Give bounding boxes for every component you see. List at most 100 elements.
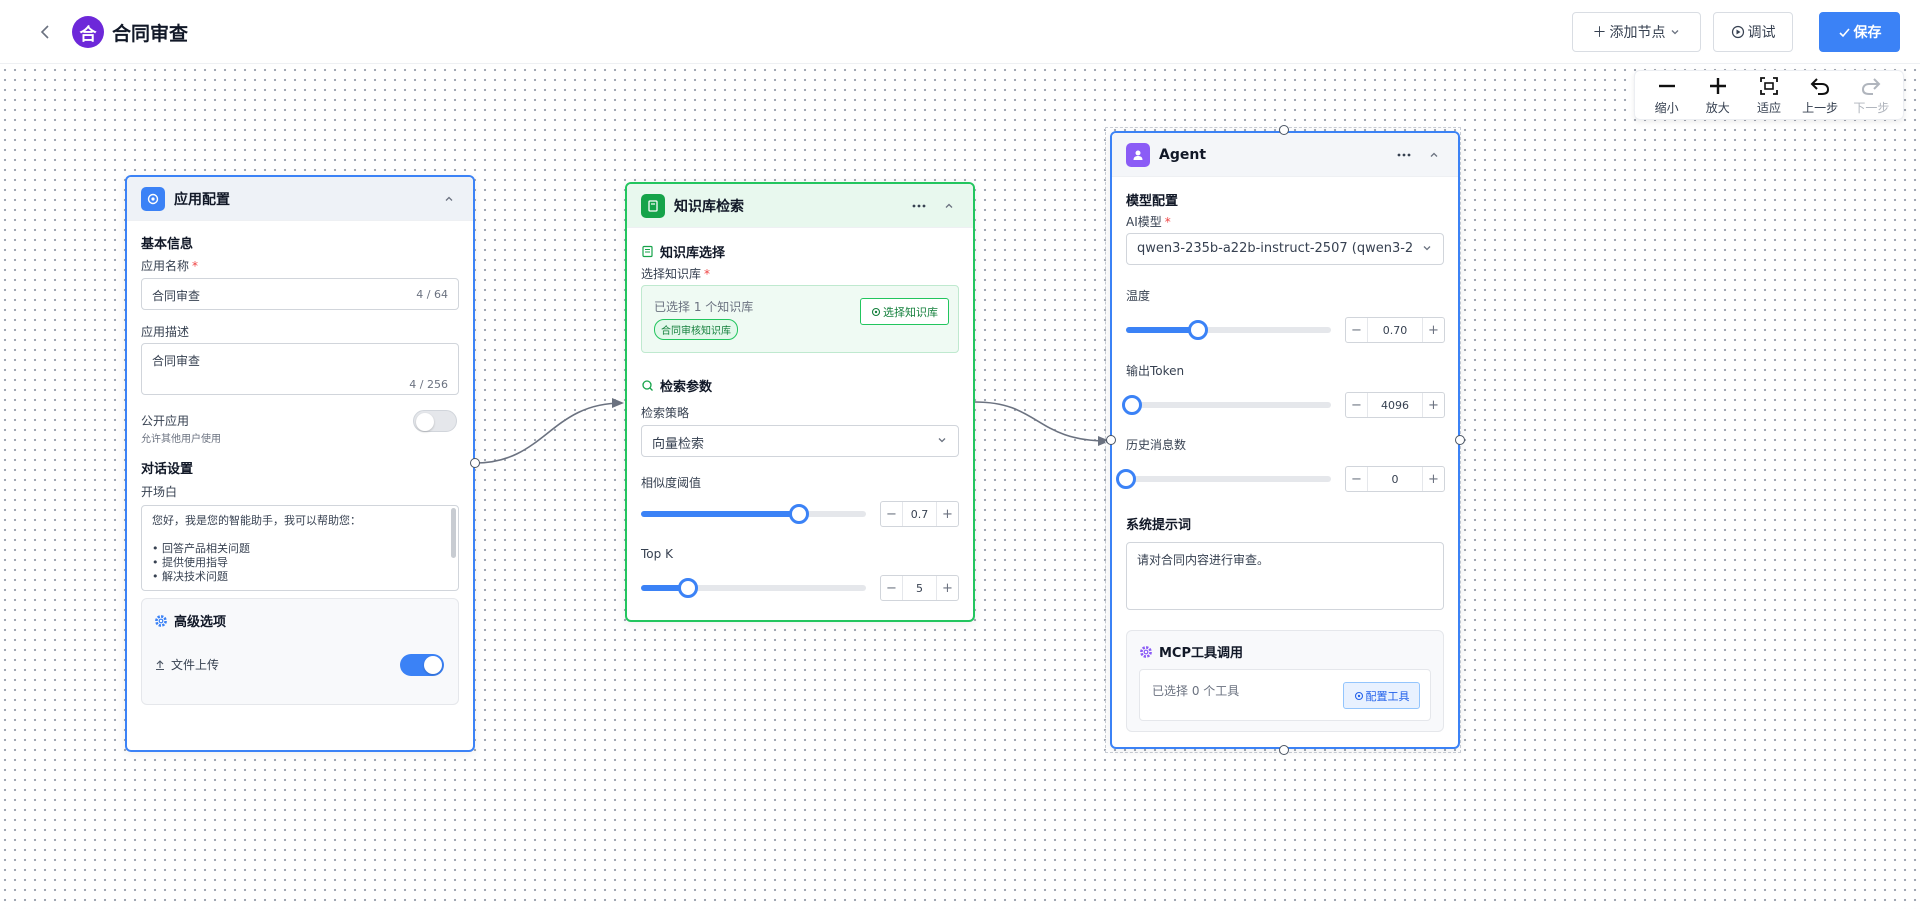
undo-button[interactable]: 上一步 [1798,75,1842,116]
slider-thumb[interactable] [1187,320,1208,340]
resize-handle-top[interactable] [1279,125,1289,135]
slider-thumb[interactable] [1116,469,1136,489]
strategy-label: 检索策略 [641,406,690,420]
threshold-slider[interactable] [641,504,866,524]
public-app-toggle[interactable] [413,410,457,432]
selected-count: 已选择 1 个知识库 [654,300,754,314]
temperature-value: 0.70 [1382,323,1408,337]
output-token-slider[interactable] [1122,395,1331,415]
fit-view-button[interactable]: 适应 [1747,75,1791,116]
mcp-tools-box: 已选择 0 个工具 配置工具 [1139,669,1431,721]
play-icon [1731,25,1744,39]
more-icon[interactable] [909,196,929,216]
opening-line: • 提供使用指导 [152,556,228,569]
node-body: 知识库选择 选择知识库* 已选择 1 个知识库 合同审核知识库 选择知识库 检索… [627,229,973,619]
zoom-in-button[interactable]: 放大 [1696,75,1740,116]
chevron-down-icon [1671,30,1678,35]
decrement-button[interactable]: − [881,502,903,526]
output-token-stepper[interactable]: − 4096 + [1345,392,1445,418]
app-logo: 合 [72,16,104,48]
app-name-value: 合同审查 [152,289,201,303]
temperature-slider[interactable] [1126,320,1331,340]
redo-button[interactable]: 下一步 [1849,75,1893,116]
threshold-stepper[interactable]: − 0.7 + [880,501,959,527]
check-icon [1838,27,1850,37]
slider-thumb[interactable] [678,578,699,598]
kb-search-node[interactable]: 知识库检索 知识库选择 选择知识库* 已选择 1 个知识库 合同审核知识库 选择… [625,182,975,622]
char-count: 4 / 64 [416,288,448,301]
node-title: 知识库检索 [674,198,744,215]
node-header[interactable]: 应用配置 [127,177,473,221]
debug-label: 调试 [1747,25,1776,41]
topk-slider[interactable] [641,578,866,598]
add-node-button[interactable]: ＋ 添加节点 [1572,12,1701,52]
decrement-button[interactable]: − [1346,393,1368,417]
threshold-value: 0.7 [910,507,929,521]
node-header[interactable]: 知识库检索 [627,184,973,228]
app-desc-textarea[interactable]: 合同审查 4 / 256 [141,343,459,395]
chevron-up-icon[interactable] [1424,145,1444,165]
app-name-input[interactable]: 合同审查 4 / 64 [141,278,459,310]
node-header[interactable]: Agent [1112,133,1458,177]
upload-icon [156,659,164,670]
input-handle[interactable] [1106,435,1116,445]
book-icon [641,193,665,218]
selected-kb-box: 已选择 1 个知识库 合同审核知识库 选择知识库 [641,285,959,353]
search-params-heading: 检索参数 [641,376,712,395]
chevron-up-icon[interactable] [939,196,959,216]
app-config-node[interactable]: 应用配置 基本信息 应用名称* 合同审查 4 / 64 应用描述 合同审查 4 … [125,175,475,752]
decrement-button[interactable]: − [1346,318,1368,342]
app-name-label: 应用名称* [141,259,199,273]
page-title: 合同审查 [112,23,189,45]
configure-tools-button[interactable]: 配置工具 [1343,682,1420,709]
dialog-settings-heading: 对话设置 [141,462,194,477]
more-icon[interactable] [1394,145,1414,165]
output-token-value: 4096 [1381,398,1409,412]
ai-model-select[interactable]: qwen3-235b-a22b-instruct-2507 (qwen3-2..… [1126,233,1444,265]
plus-icon [1709,77,1726,94]
advanced-options-heading[interactable]: 高级选项 [154,611,226,630]
temperature-stepper[interactable]: − 0.70 + [1345,317,1445,343]
output-handle[interactable] [470,458,480,468]
increment-button[interactable]: + [1422,467,1444,491]
topk-value: 5 [916,581,923,595]
public-app-label: 公开应用 [141,414,190,428]
debug-button[interactable]: 调试 [1713,12,1793,52]
zoom-out-button[interactable]: 缩小 [1645,75,1689,116]
output-handle[interactable] [1455,435,1465,445]
opening-textarea[interactable]: 您好，我是您的智能助手，我可以帮助您： • 回答产品相关问题 • 提供使用指导 … [141,505,459,591]
opening-line: • 解决技术问题 [152,570,228,583]
agent-node[interactable]: Agent 模型配置 AI模型* qwen3-235b-a22b-instruc… [1110,131,1460,749]
file-upload-toggle[interactable] [400,654,444,676]
history-slider[interactable] [1116,469,1331,489]
opening-line: 您好，我是您的智能助手，我可以帮助您： [152,514,361,527]
choose-kb-button[interactable]: 选择知识库 [860,298,949,325]
fit-view-label: 适应 [1756,100,1781,115]
model-config-heading: 模型配置 [1126,194,1179,209]
system-prompt-textarea[interactable]: 请对合同内容进行审查。 [1126,542,1444,610]
basic-info-heading: 基本信息 [141,237,194,252]
scrollbar[interactable] [451,508,456,558]
strategy-select[interactable]: 向量检索 [641,425,959,457]
chevron-down-icon [1423,246,1431,251]
topk-label: Top K [641,547,673,561]
node-title: 应用配置 [174,191,230,208]
increment-button[interactable]: + [936,576,958,600]
gear-icon [1354,691,1363,700]
decrement-button[interactable]: − [881,576,903,600]
slider-thumb[interactable] [1122,395,1143,415]
kb-tag[interactable]: 合同审核知识库 [654,319,738,340]
chevron-up-icon[interactable] [439,189,459,209]
topk-stepper[interactable]: − 5 + [880,575,959,601]
slider-thumb[interactable] [788,504,809,524]
decrement-button[interactable]: − [1346,467,1368,491]
undo-label: 上一步 [1802,100,1839,115]
increment-button[interactable]: + [936,502,958,526]
resize-handle-bottom[interactable] [1279,745,1289,755]
redo-label: 下一步 [1853,100,1890,115]
increment-button[interactable]: + [1422,318,1444,342]
back-icon[interactable] [36,20,56,44]
save-button[interactable]: 保存 [1819,12,1900,52]
increment-button[interactable]: + [1422,393,1444,417]
history-stepper[interactable]: − 0 + [1345,466,1445,492]
